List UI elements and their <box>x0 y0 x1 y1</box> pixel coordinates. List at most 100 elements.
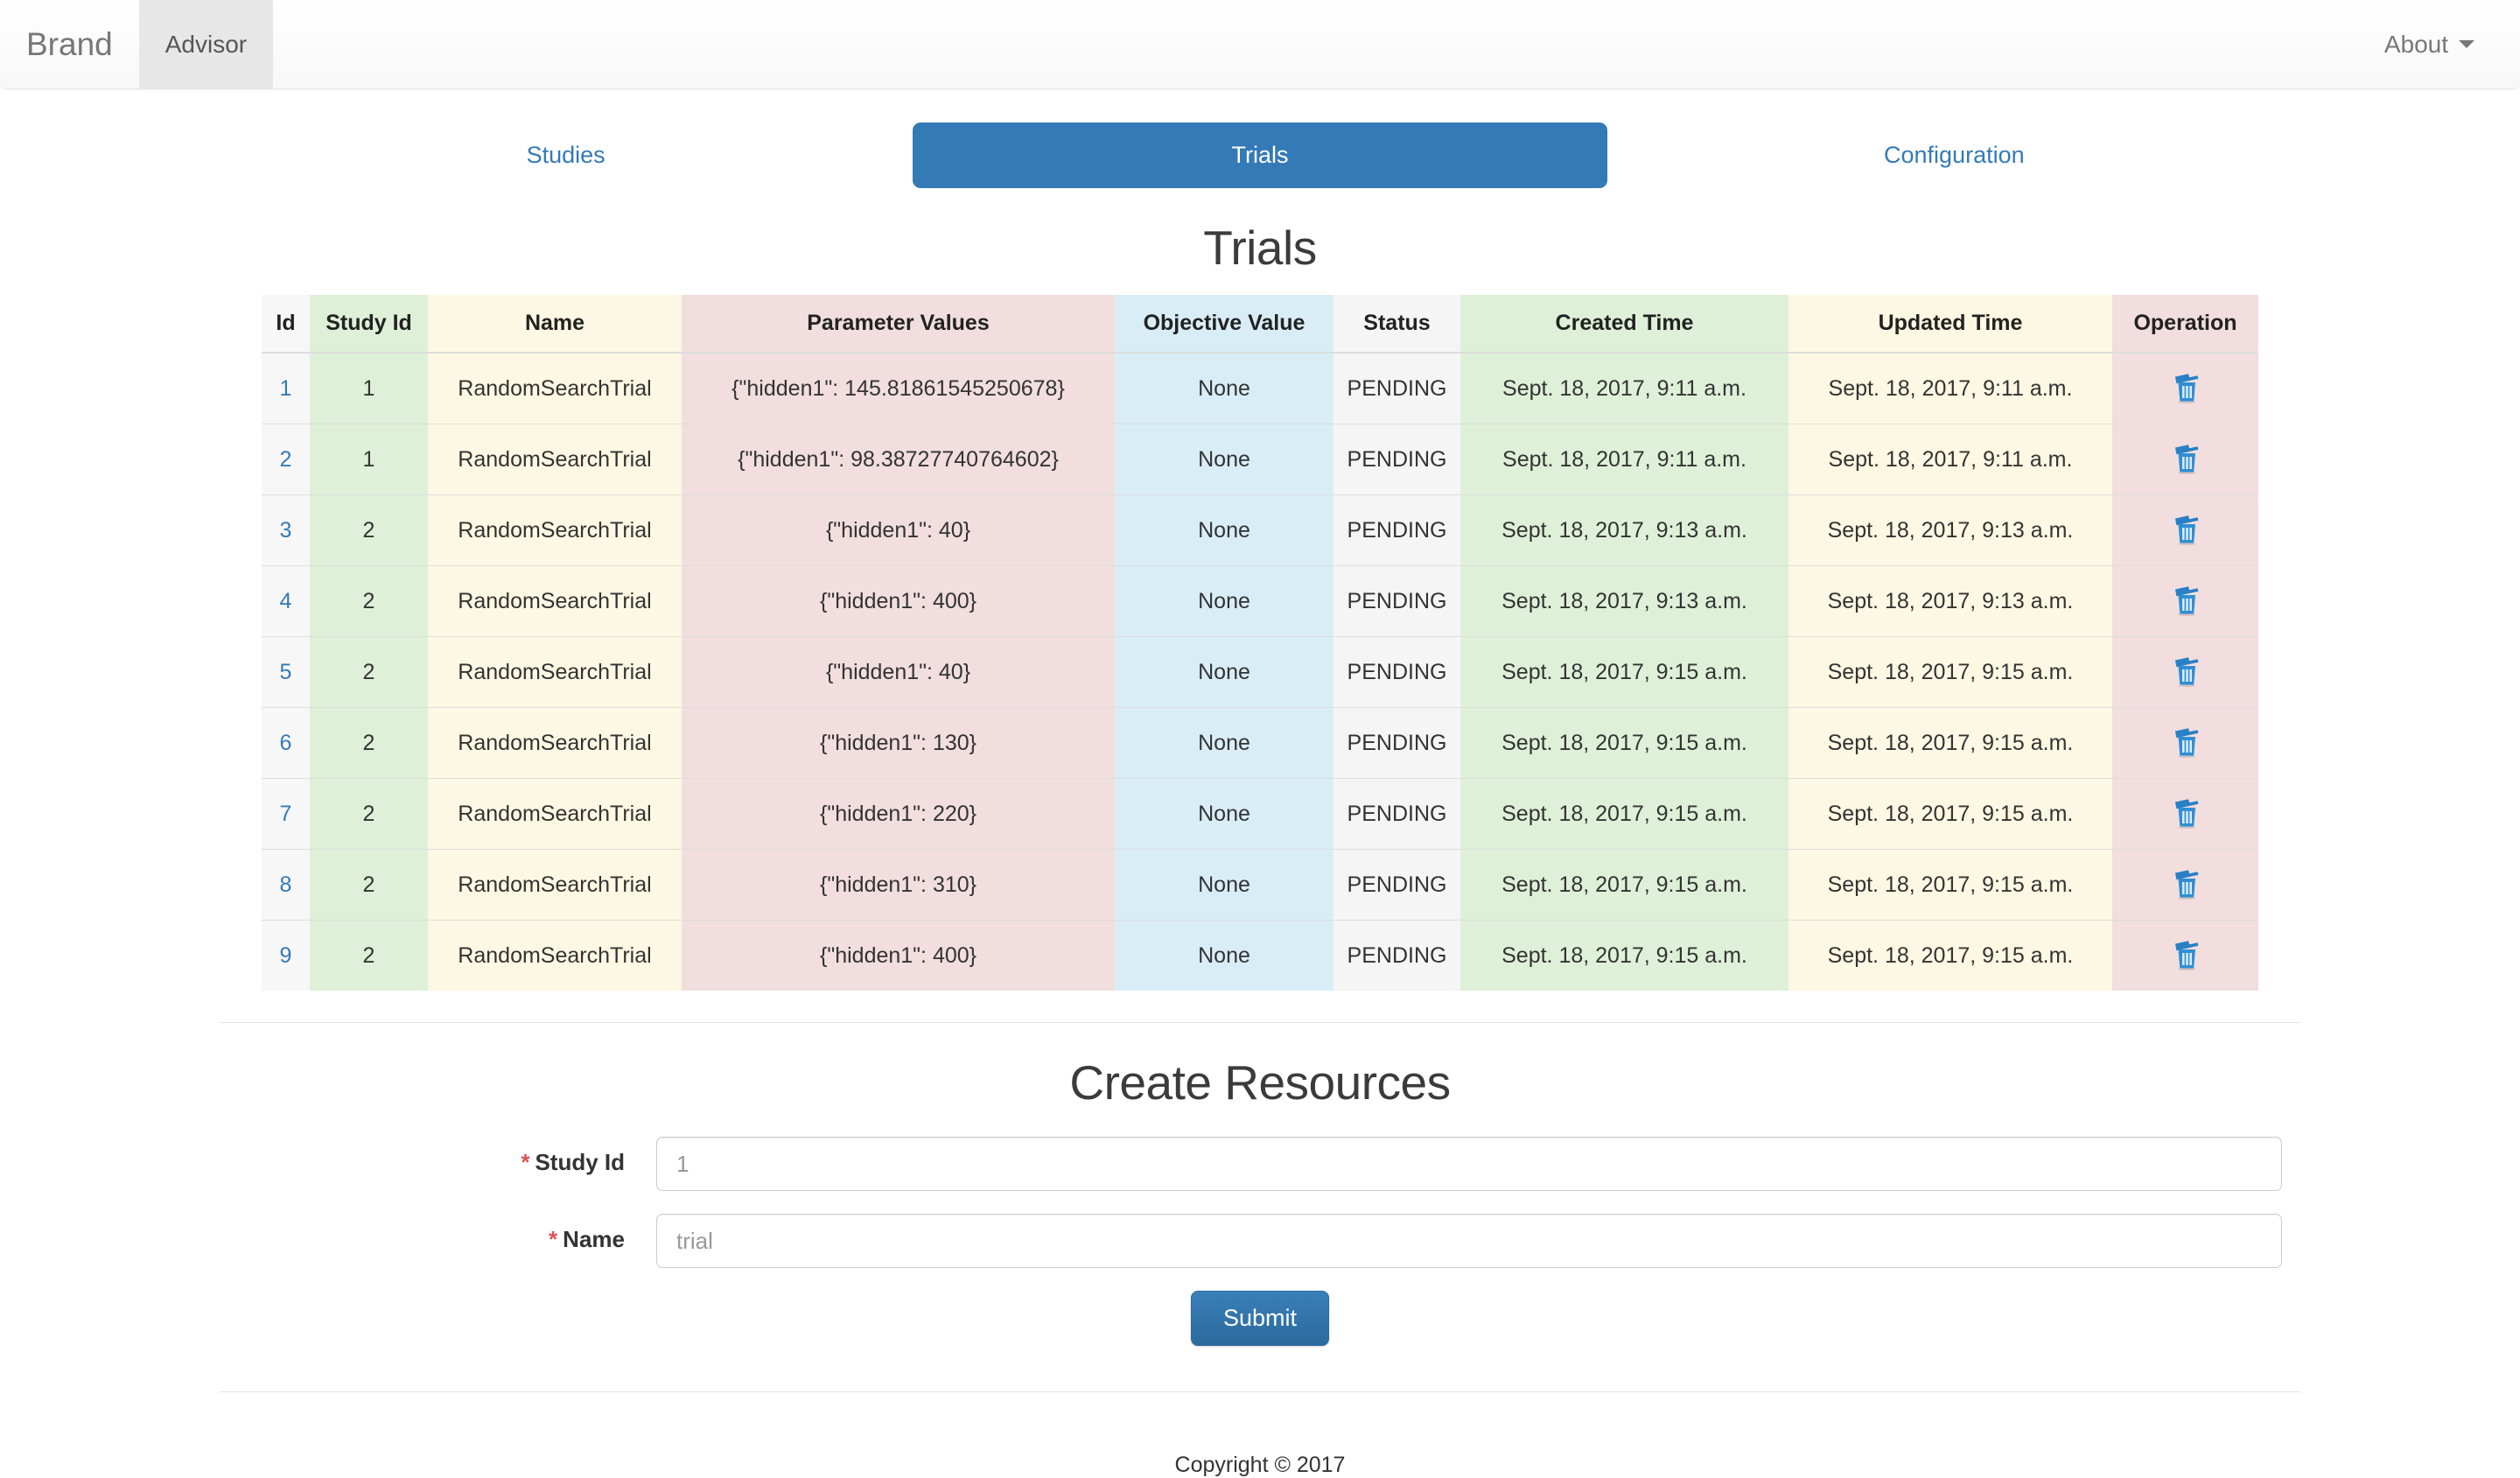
cell-updated-time: Sept. 18, 2017, 9:15 a.m. <box>1788 849 2112 921</box>
trial-id-link[interactable]: 7 <box>279 801 292 826</box>
cell-study-id: 2 <box>310 920 428 991</box>
study-id-input[interactable] <box>656 1137 2282 1191</box>
tab-trials[interactable]: Trials <box>913 123 1607 188</box>
cell-status: PENDING <box>1334 494 1460 566</box>
cell-name: RandomSearchTrial <box>428 636 682 708</box>
create-resources-form: *Study Id *Name Submit <box>219 1137 2301 1346</box>
cell-objective-value: None <box>1115 352 1334 424</box>
cell-updated-time: Sept. 18, 2017, 9:11 a.m. <box>1788 424 2112 495</box>
trash-icon[interactable] <box>2166 651 2206 691</box>
col-header-status: Status <box>1334 295 1460 354</box>
form-row-name: *Name <box>219 1214 2301 1268</box>
navbar-left-group: Brand Advisor <box>0 0 274 88</box>
trial-id-link[interactable]: 2 <box>279 446 292 472</box>
about-dropdown[interactable]: About <box>2384 31 2474 59</box>
label-text-study-id: Study Id <box>535 1149 625 1175</box>
section-tabs: Studies Trials Configuration <box>219 123 2301 188</box>
table-header-row: Id Study Id Name Parameter Values Object… <box>262 295 2258 354</box>
trash-icon[interactable] <box>2166 509 2206 550</box>
submit-row: Submit <box>219 1291 2301 1346</box>
top-navbar: Brand Advisor About <box>0 0 2520 89</box>
label-name: *Name <box>219 1214 656 1253</box>
cell-parameter-values: {"hidden1": 400} <box>682 565 1115 637</box>
trash-icon[interactable] <box>2166 368 2206 408</box>
cell-created-time: Sept. 18, 2017, 9:15 a.m. <box>1460 778 1788 850</box>
trial-id-link[interactable]: 6 <box>279 730 292 755</box>
cell-status: PENDING <box>1334 778 1460 850</box>
cell-objective-value: None <box>1115 636 1334 708</box>
page-footer: Copyright © 2017 <box>219 1391 2301 1478</box>
cell-operation <box>2112 849 2258 921</box>
cell-status: PENDING <box>1334 849 1460 921</box>
tab-studies[interactable]: Studies <box>526 142 606 168</box>
cell-status: PENDING <box>1334 636 1460 708</box>
cell-parameter-values: {"hidden1": 98.38727740764602} <box>682 424 1115 495</box>
submit-button[interactable]: Submit <box>1190 1291 1330 1346</box>
trials-table-wrapper: Id Study Id Name Parameter Values Object… <box>219 295 2301 991</box>
tab-configuration[interactable]: Configuration <box>1884 142 2025 168</box>
cell-operation <box>2112 352 2258 424</box>
cell-objective-value: None <box>1115 494 1334 566</box>
cell-name: RandomSearchTrial <box>428 352 682 424</box>
trash-icon[interactable] <box>2166 793 2206 833</box>
cell-created-time: Sept. 18, 2017, 9:15 a.m. <box>1460 636 1788 708</box>
trash-icon[interactable] <box>2166 438 2206 479</box>
trials-table-head: Id Study Id Name Parameter Values Object… <box>262 295 2258 354</box>
cell-operation <box>2112 778 2258 850</box>
trial-id-link[interactable]: 5 <box>279 659 292 684</box>
field-wrap-study-id <box>656 1137 2301 1191</box>
col-header-id: Id <box>262 295 310 354</box>
col-header-operation: Operation <box>2112 295 2258 354</box>
cell-id: 7 <box>262 778 310 850</box>
cell-parameter-values: {"hidden1": 400} <box>682 920 1115 991</box>
cell-objective-value: None <box>1115 778 1334 850</box>
cell-name: RandomSearchTrial <box>428 494 682 566</box>
trial-id-link[interactable]: 8 <box>279 872 292 897</box>
cell-status: PENDING <box>1334 920 1460 991</box>
cell-updated-time: Sept. 18, 2017, 9:15 a.m. <box>1788 778 2112 850</box>
cell-study-id: 2 <box>310 778 428 850</box>
cell-name: RandomSearchTrial <box>428 424 682 495</box>
cell-updated-time: Sept. 18, 2017, 9:11 a.m. <box>1788 352 2112 424</box>
cell-id: 9 <box>262 920 310 991</box>
cell-status: PENDING <box>1334 565 1460 637</box>
trial-id-link[interactable]: 4 <box>279 588 292 613</box>
trash-icon[interactable] <box>2166 580 2206 620</box>
about-dropdown-label: About <box>2384 30 2448 58</box>
cell-parameter-values: {"hidden1": 40} <box>682 494 1115 566</box>
trash-icon[interactable] <box>2166 864 2206 904</box>
required-marker-study-id: * <box>521 1149 530 1175</box>
trial-id-link[interactable]: 1 <box>279 375 292 401</box>
name-input[interactable] <box>656 1214 2282 1268</box>
cell-created-time: Sept. 18, 2017, 9:13 a.m. <box>1460 565 1788 637</box>
col-header-objective-value: Objective Value <box>1115 295 1334 354</box>
navbar-right-group: About <box>2384 0 2520 88</box>
trial-id-link[interactable]: 3 <box>279 517 292 543</box>
col-header-name: Name <box>428 295 682 354</box>
cell-operation <box>2112 636 2258 708</box>
label-text-name: Name <box>563 1226 625 1252</box>
cell-updated-time: Sept. 18, 2017, 9:13 a.m. <box>1788 494 2112 566</box>
cell-id: 5 <box>262 636 310 708</box>
trash-icon[interactable] <box>2166 935 2206 975</box>
trash-icon[interactable] <box>2166 722 2206 762</box>
nav-item-advisor[interactable]: Advisor <box>138 0 274 88</box>
trials-table: Id Study Id Name Parameter Values Object… <box>262 295 2258 991</box>
trial-id-link[interactable]: 9 <box>279 942 292 968</box>
cell-updated-time: Sept. 18, 2017, 9:15 a.m. <box>1788 920 2112 991</box>
cell-created-time: Sept. 18, 2017, 9:13 a.m. <box>1460 494 1788 566</box>
required-marker-name: * <box>549 1226 558 1252</box>
cell-study-id: 2 <box>310 707 428 779</box>
brand-link[interactable]: Brand <box>26 26 113 62</box>
cell-id: 8 <box>262 849 310 921</box>
cell-parameter-values: {"hidden1": 310} <box>682 849 1115 921</box>
copyright-text: Copyright © 2017 <box>1174 1453 1346 1477</box>
cell-created-time: Sept. 18, 2017, 9:11 a.m. <box>1460 424 1788 495</box>
